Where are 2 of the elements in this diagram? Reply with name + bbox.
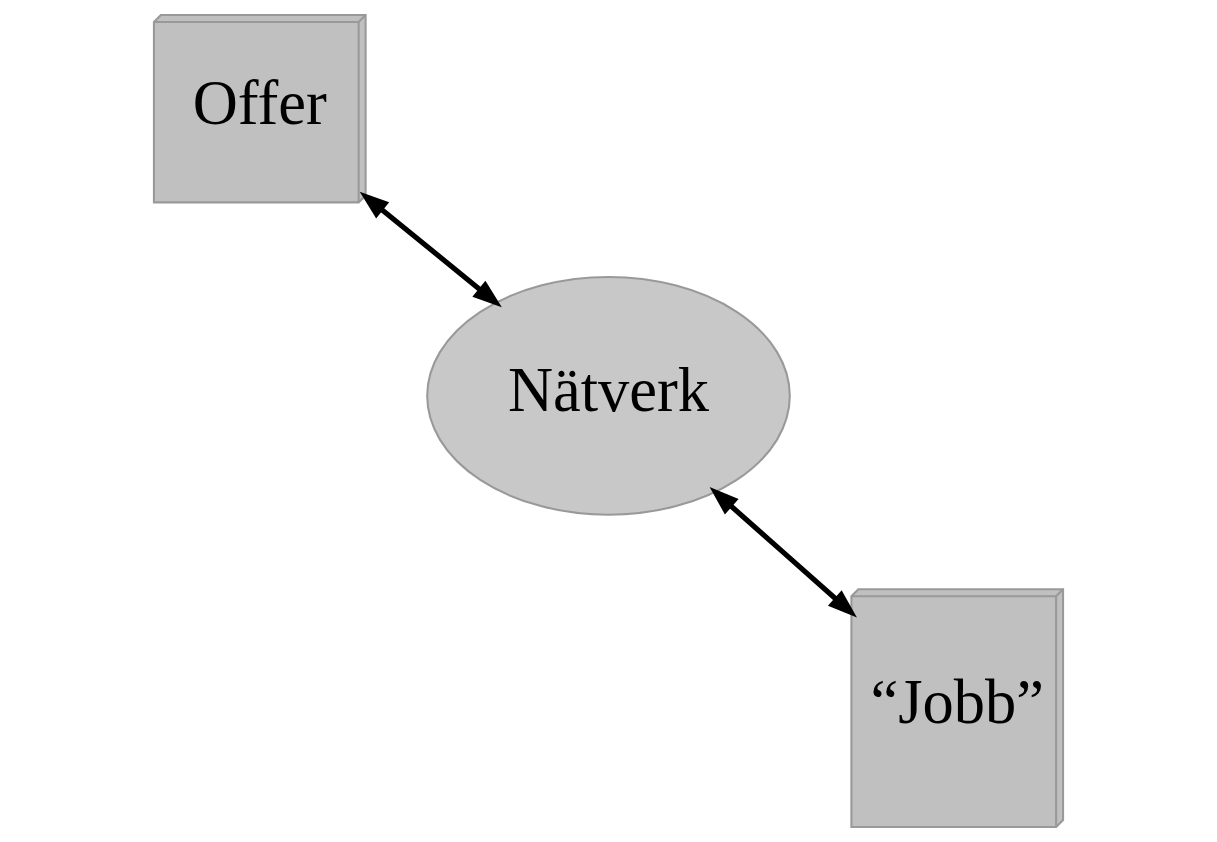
arrow <box>709 487 857 618</box>
arrow <box>359 191 502 308</box>
